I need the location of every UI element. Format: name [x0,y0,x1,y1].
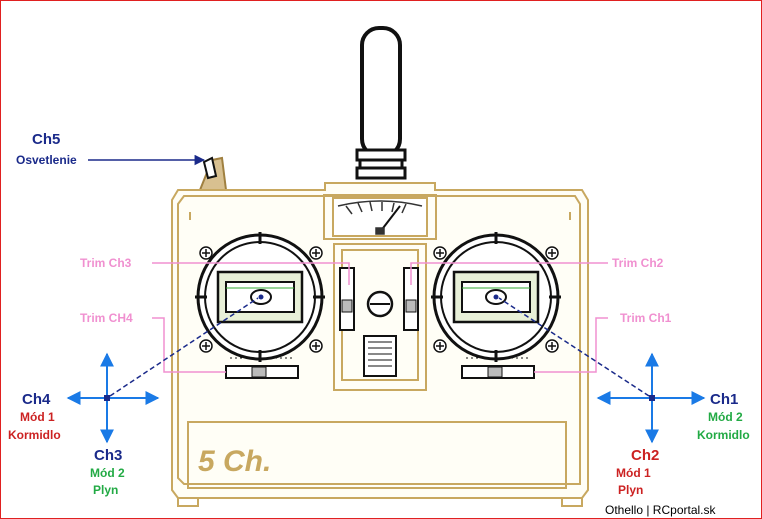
right-stick-gimbal [431,232,561,362]
ch2-function-label: Plyn [618,483,643,497]
trim-slider-ch4 [225,357,299,379]
trim-ch2-label: Trim Ch2 [612,256,664,270]
ch2-label: Ch2 [631,447,659,464]
ch5-switch [198,156,228,191]
ch2-mode-label: Mód 1 [616,466,651,480]
ch5-label: Ch5 [32,131,60,148]
battery-meter [337,200,423,235]
panel-label: 5 Ch. [198,445,271,478]
right-stick-axes [596,352,706,444]
trim-ch1-label: Trim Ch1 [620,311,672,325]
trim-slider-ch3 [339,267,355,331]
trim-ch4-label: Trim CH4 [80,311,133,325]
right-stick-link [498,297,650,397]
ch1-function-label: Kormidlo [697,428,750,442]
ch3-function-label: Plyn [93,483,118,497]
ch3-label: Ch3 [94,447,122,464]
ch3-mode-label: Mód 2 [90,466,125,480]
left-stick-gimbal [195,232,325,362]
credit-text: Othello | RCportal.sk [605,503,716,517]
left-axis-center [104,395,110,401]
ch4-label: Ch4 [22,391,51,408]
trim-callouts [152,262,608,373]
left-stick-axes [66,352,160,444]
ch1-label: Ch1 [710,391,738,408]
center-knob [366,290,394,318]
right-axis-center [649,395,655,401]
ch4-mode-label: Mód 1 [20,410,55,424]
osvetlenie-label: Osvetlenie [16,153,77,167]
power-switch [363,335,397,377]
antenna [355,26,407,180]
left-stick-link [109,297,259,397]
ch1-mode-label: Mód 2 [708,410,743,424]
ch4-function-label: Kormidlo [8,428,61,442]
trim-ch3-label: Trim Ch3 [80,256,132,270]
